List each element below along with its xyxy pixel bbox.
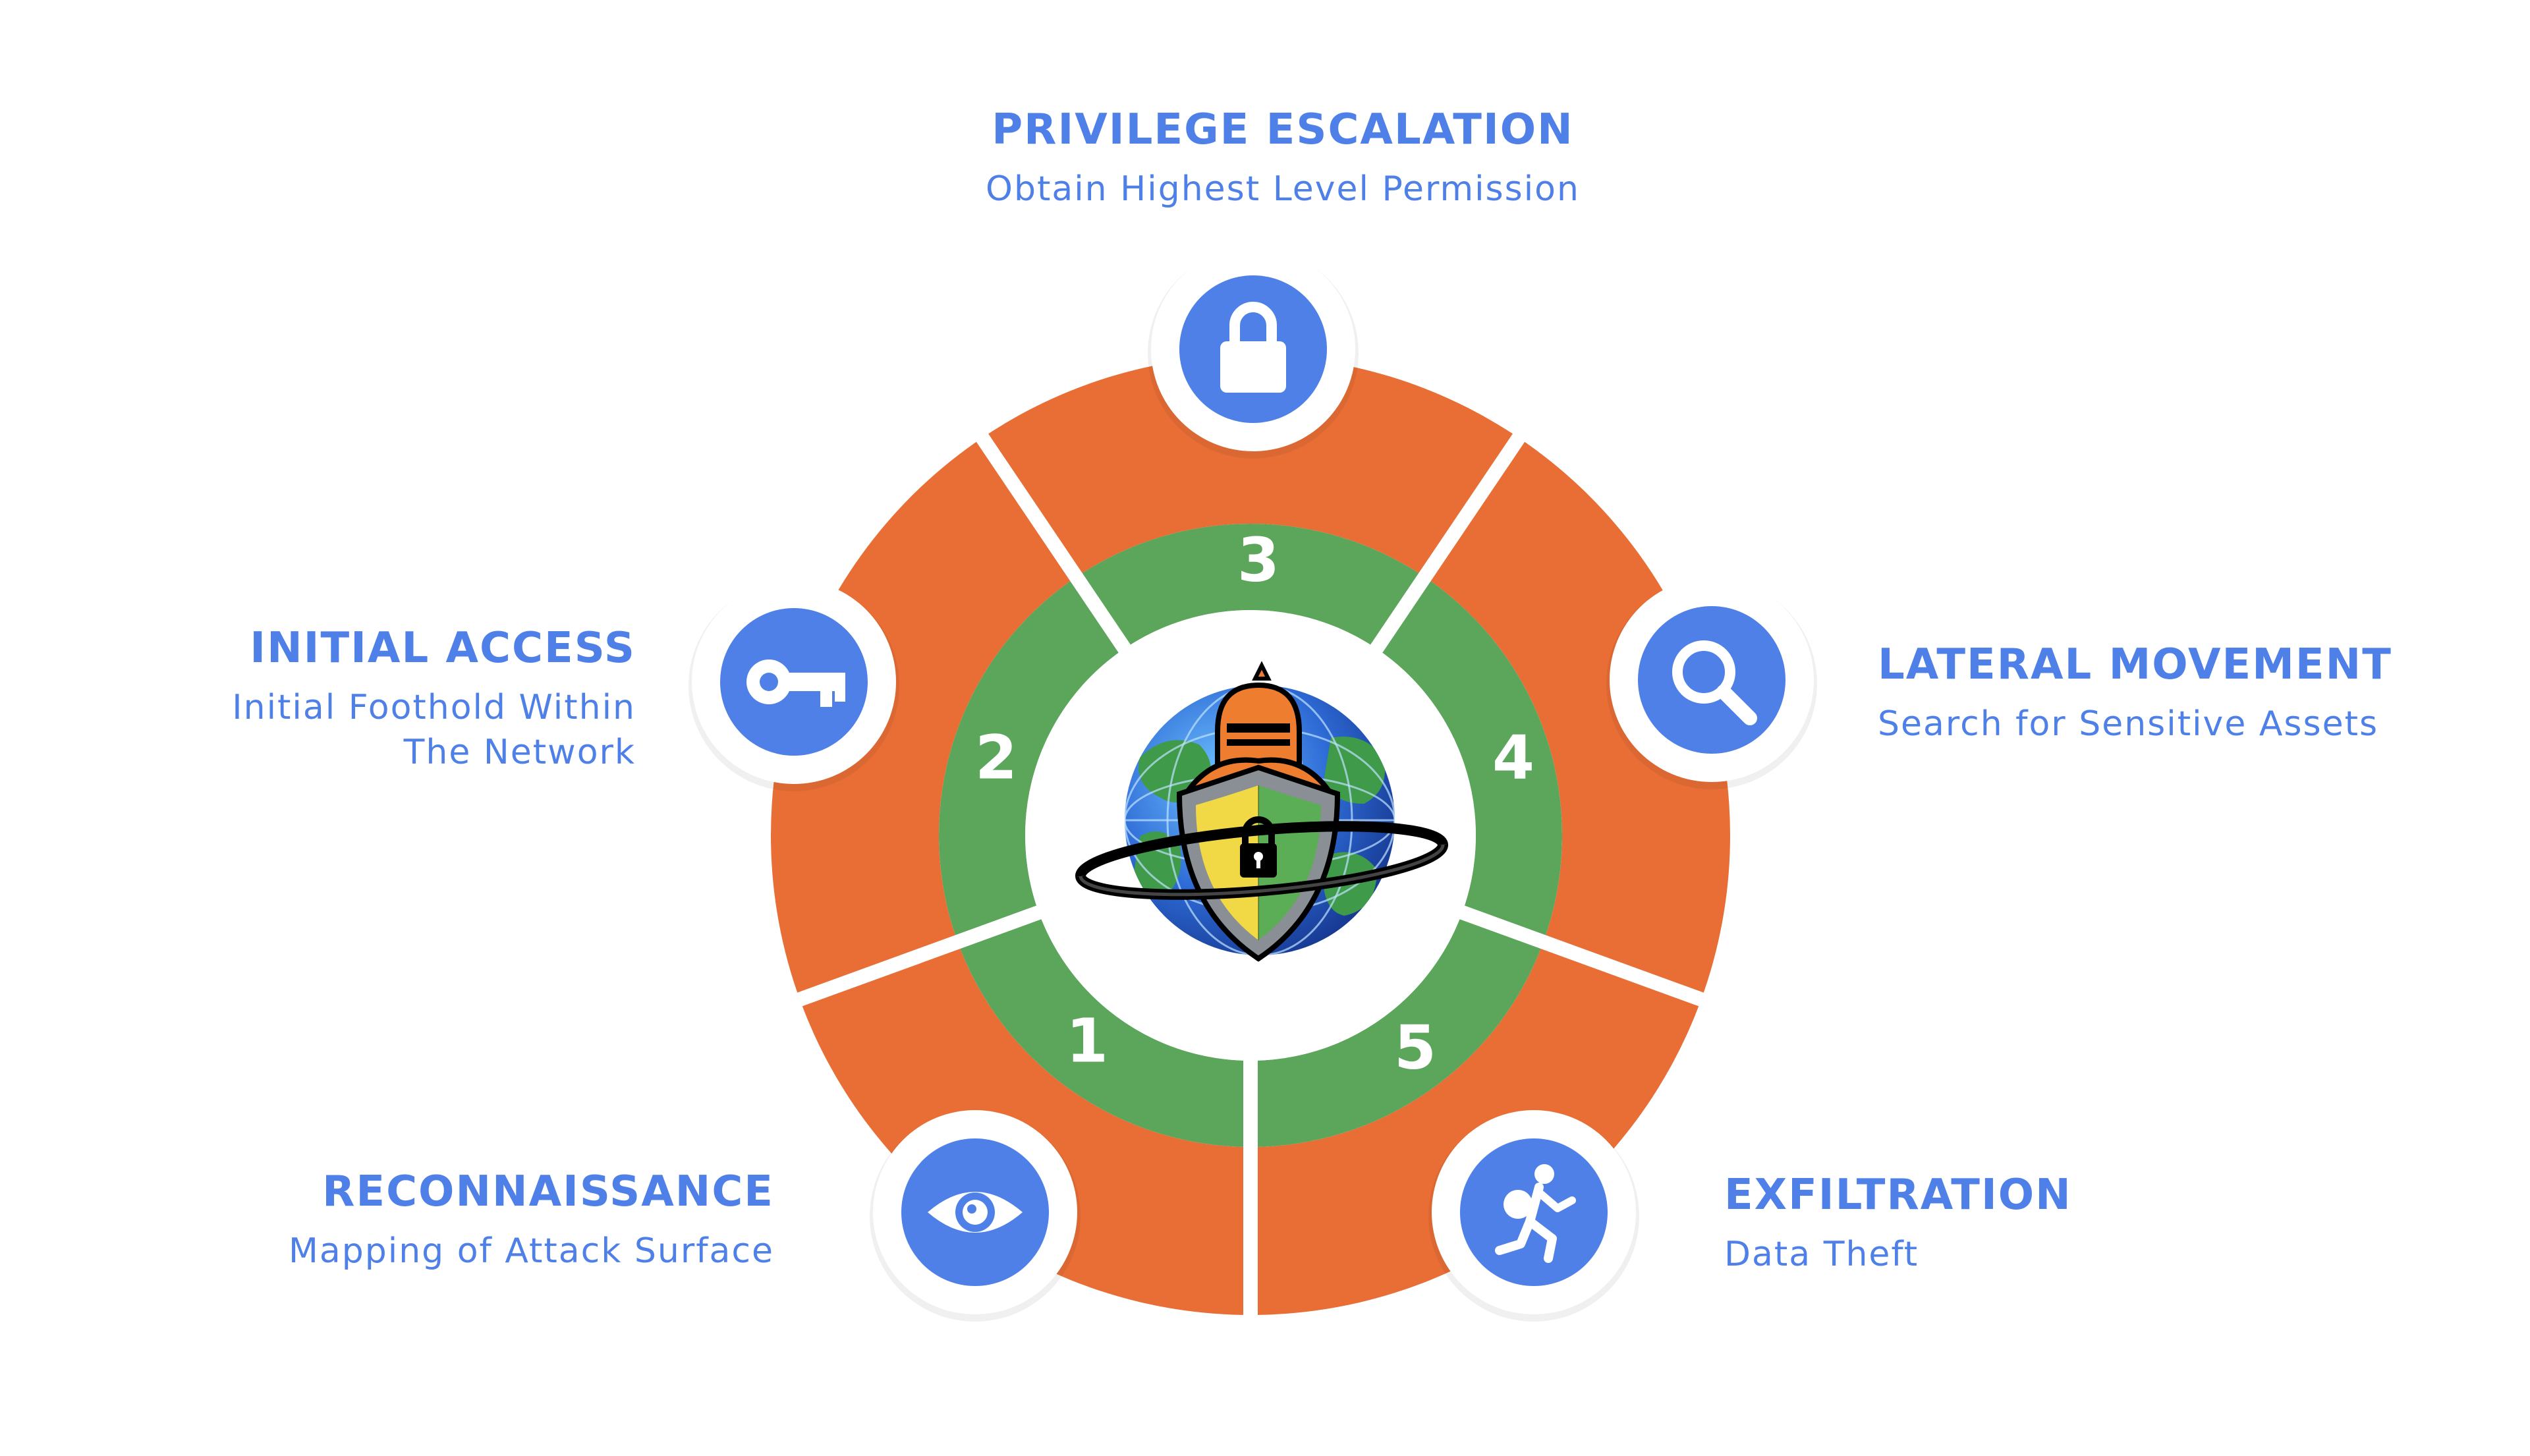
stage-title-3: PRIVILEGE ESCALATION [992, 105, 1573, 154]
stage-title-4: LATERAL MOVEMENT [1878, 640, 2392, 689]
segment-number-1: 1 [1066, 1006, 1108, 1077]
stage-description-5: Data Theft [1724, 1235, 1919, 1274]
badge-inner-circle [1638, 606, 1785, 754]
stage-description-2: Initial Foothold Within [232, 688, 636, 727]
segment-number-3: 3 [1237, 525, 1279, 596]
segment-number-4: 4 [1492, 723, 1534, 793]
stage-description-3: Obtain Highest Level Permission [986, 169, 1580, 209]
segment-number-2: 2 [975, 723, 1017, 793]
center-logo [1025, 610, 1476, 1061]
stage-title-1: RECONNAISSANCE [322, 1167, 774, 1216]
segment-number-5: 5 [1394, 1013, 1436, 1083]
stage-description-2: The Network [403, 733, 636, 772]
stage-description-4: Search for Sensitive Assets [1878, 704, 2378, 744]
stage-title-2: INITIAL ACCESS [250, 624, 636, 673]
stage-title-5: EXFILTRATION [1724, 1171, 2072, 1219]
stage-description-1: Mapping of Attack Surface [289, 1231, 774, 1271]
